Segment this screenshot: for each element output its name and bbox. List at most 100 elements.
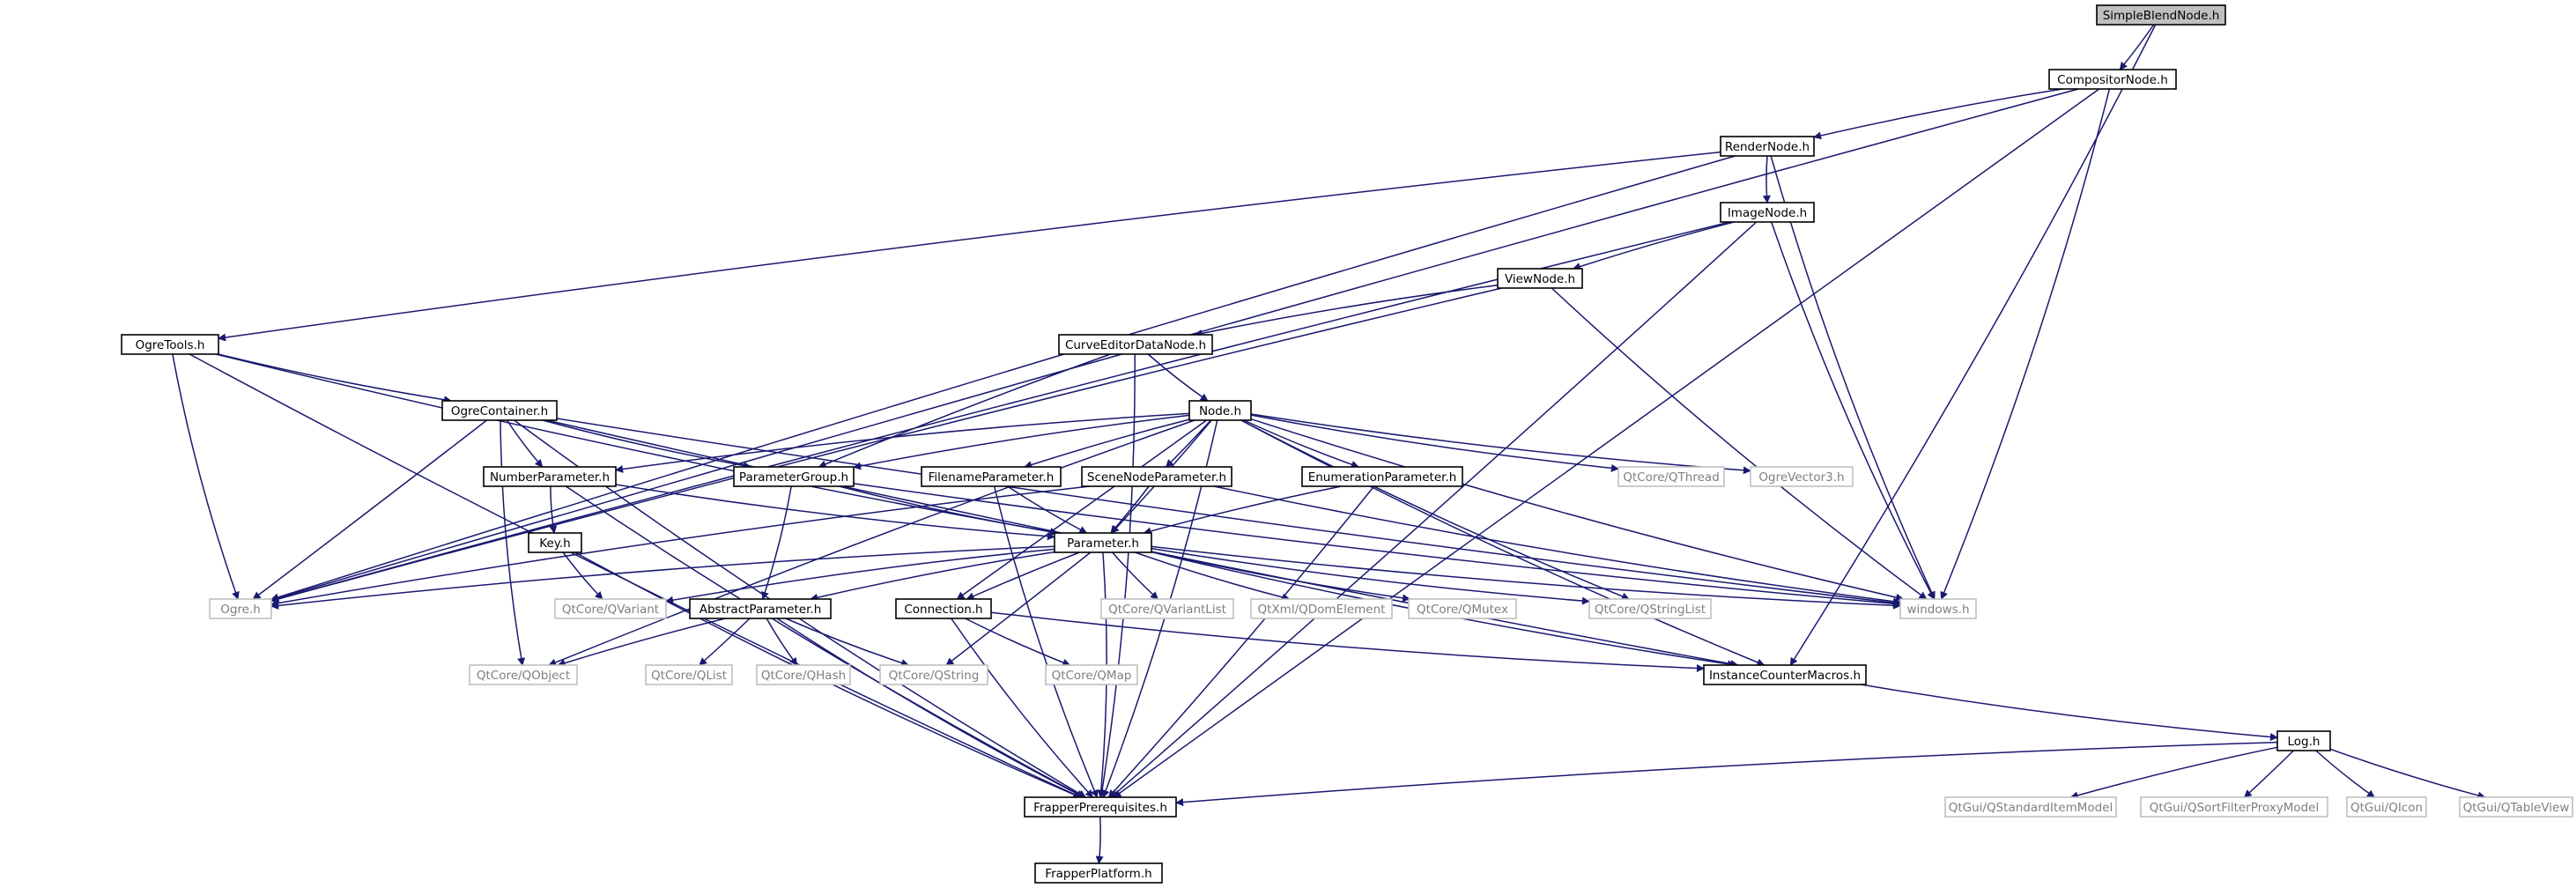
node-windows: windows.h xyxy=(1899,598,1977,619)
node-qmutex: QtCore/QMutex xyxy=(1408,598,1517,619)
edge-node-to-numberparameter xyxy=(615,412,1190,473)
node-box xyxy=(921,466,1062,487)
edge-parameter-to-qstring xyxy=(945,551,1092,666)
edge-parameter-to-connection xyxy=(966,551,1080,600)
edge-frapperprerequisites-to-frapperplatform xyxy=(1095,816,1104,864)
node-log[interactable]: Log.h xyxy=(2276,730,2331,751)
edge-numberparameter-to-parameter xyxy=(615,484,1055,541)
node-label: RenderNode.h xyxy=(1725,140,1810,154)
edge-enumerationparameter-to-parameter xyxy=(1143,485,1342,536)
node-label: SceneNodeParameter.h xyxy=(1087,470,1226,485)
node-ogretools[interactable]: OgreTools.h xyxy=(121,334,219,355)
edge-compositornode-to-windows xyxy=(1940,88,2111,600)
edge-viewnode-to-windows xyxy=(1551,287,1928,600)
node-box xyxy=(1720,136,1815,157)
edge-imagenode-to-frapperprerequisites xyxy=(1110,221,1758,798)
node-label: FrapperPrerequisites.h xyxy=(1033,801,1167,815)
node-enumerationparameter[interactable]: EnumerationParameter.h xyxy=(1301,466,1463,487)
node-label: Log.h xyxy=(2288,735,2321,749)
edge-log-to-qstandarditemmodel xyxy=(2069,746,2278,800)
node-label: Parameter.h xyxy=(1067,536,1139,551)
node-label: OgreContainer.h xyxy=(451,404,548,418)
node-box xyxy=(441,400,558,421)
node-imagenode[interactable]: ImageNode.h xyxy=(1720,202,1815,223)
node-box xyxy=(1024,796,1177,818)
edge-log-to-frapperprerequisites xyxy=(1175,741,2278,807)
node-simpleblendnode[interactable]: SimpleBlendNode.h xyxy=(2096,4,2226,26)
edge-ogretools-to-ogrecontainer xyxy=(218,353,452,404)
edge-simpleblendnode-to-instancecountermacros xyxy=(1789,24,2157,666)
node-qvariantlist: QtCore/QVariantList xyxy=(1100,598,1234,619)
node-qstringlist: QtCore/QStringList xyxy=(1588,598,1712,619)
node-frapperplatform[interactable]: FrapperPlatform.h xyxy=(1034,862,1163,884)
node-label: CurveEditorDataNode.h xyxy=(1065,338,1206,352)
node-qmap: QtCore/QMap xyxy=(1045,664,1138,685)
node-box xyxy=(1045,664,1138,685)
edge-viewnode-to-curveeditordatanode xyxy=(1194,285,1499,337)
edge-log-to-qsortfilterproxymodel xyxy=(2243,750,2294,798)
node-instancecountermacros[interactable]: InstanceCounterMacros.h xyxy=(1703,664,1867,685)
node-scenenodeparameter[interactable]: SceneNodeParameter.h xyxy=(1081,466,1232,487)
node-ogrecontainer[interactable]: OgreContainer.h xyxy=(441,400,558,421)
node-label: ImageNode.h xyxy=(1728,206,1807,220)
node-box xyxy=(1588,598,1712,619)
node-box xyxy=(1408,598,1517,619)
edge-node-to-qobject xyxy=(548,419,1195,667)
node-label: QtCore/QMutex xyxy=(1417,603,1508,617)
node-qsortfilterproxymodel: QtGui/QSortFilterProxyModel xyxy=(2140,796,2328,818)
edge-ogretools-to-ogre xyxy=(172,353,240,600)
node-curveeditordatanode[interactable]: CurveEditorDataNode.h xyxy=(1058,334,1213,355)
edge-ogretools-to-parameter xyxy=(215,353,1059,536)
node-label: QtCore/QObject xyxy=(477,669,570,683)
edge-rendernode-to-imagenode xyxy=(1762,155,1771,204)
node-label: FilenameParameter.h xyxy=(929,470,1055,485)
node-box xyxy=(554,598,667,619)
node-label: Node.h xyxy=(1199,404,1241,418)
edge-node-to-parametergroup xyxy=(853,414,1190,470)
node-label: QtCore/QStringList xyxy=(1595,603,1706,617)
node-parametergroup[interactable]: ParameterGroup.h xyxy=(733,466,855,487)
node-parameter[interactable]: Parameter.h xyxy=(1054,532,1152,553)
node-box xyxy=(895,598,992,619)
node-label: Ogre.h xyxy=(220,603,261,617)
node-box xyxy=(1301,466,1463,487)
node-label: QtCore/QVariantList xyxy=(1108,603,1226,617)
edge-numberparameter-to-key xyxy=(549,485,558,534)
edge-ogrecontainer-to-windows xyxy=(556,418,1901,607)
node-box xyxy=(2276,730,2331,751)
node-qicon: QtGui/QIcon xyxy=(2346,796,2427,818)
edge-node-to-ogrevector3 xyxy=(1250,413,1751,475)
node-qthread: QtCore/QThread xyxy=(1617,466,1725,487)
edge-ogrecontainer-to-numberparameter xyxy=(506,419,544,468)
node-abstractparameter[interactable]: AbstractParameter.h xyxy=(689,598,832,619)
edge-scenenodeparameter-to-windows xyxy=(1213,485,1901,606)
node-box xyxy=(1944,796,2117,818)
node-qdomelement: QtXml/QDomElement xyxy=(1250,598,1393,619)
node-rendernode[interactable]: RenderNode.h xyxy=(1720,136,1815,157)
edge-parametergroup-to-parameter xyxy=(839,485,1059,536)
node-box xyxy=(645,664,733,685)
node-ogre: Ogre.h xyxy=(209,598,272,619)
node-box xyxy=(1081,466,1232,487)
edge-parameter-to-qstringlist xyxy=(1151,547,1590,605)
node-compositornode[interactable]: CompositorNode.h xyxy=(2048,69,2177,90)
node-box xyxy=(1617,466,1725,487)
node-key[interactable]: Key.h xyxy=(528,532,582,553)
edge-node-to-scenenodeparameter xyxy=(1165,419,1211,468)
node-label: Connection.h xyxy=(904,603,982,617)
node-frapperprerequisites[interactable]: FrapperPrerequisites.h xyxy=(1024,796,1177,818)
node-box xyxy=(1188,400,1252,421)
edge-parametergroup-to-abstractparameter xyxy=(761,485,792,600)
node-box xyxy=(209,598,272,619)
node-filenameparameter[interactable]: FilenameParameter.h xyxy=(921,466,1062,487)
node-numberparameter[interactable]: NumberParameter.h xyxy=(483,466,617,487)
edge-node-to-instancecountermacros xyxy=(1240,419,1765,667)
node-node[interactable]: Node.h xyxy=(1188,400,1252,421)
node-box xyxy=(121,334,219,355)
edge-abstractparameter-to-qhash xyxy=(766,618,798,666)
node-viewnode[interactable]: ViewNode.h xyxy=(1497,268,1583,289)
node-box xyxy=(1100,598,1234,619)
node-connection[interactable]: Connection.h xyxy=(895,598,992,619)
node-box xyxy=(1899,598,1977,619)
